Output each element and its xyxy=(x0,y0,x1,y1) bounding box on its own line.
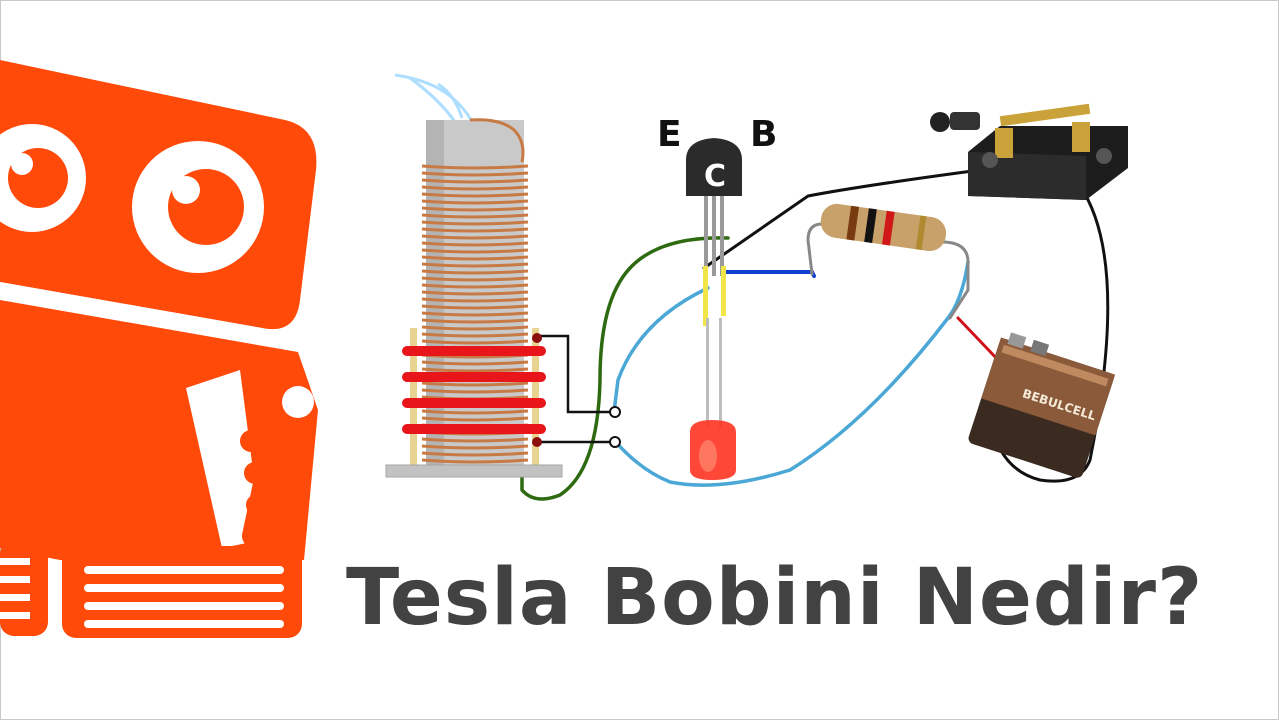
coil-winding xyxy=(421,164,529,170)
transistor: E B C xyxy=(657,114,777,282)
coil-winding xyxy=(421,227,529,233)
black-wire-right xyxy=(988,184,1110,483)
coil-winding xyxy=(421,367,529,373)
green-wire xyxy=(520,236,730,501)
resistor-lead-left xyxy=(806,222,824,276)
resistor xyxy=(820,203,947,251)
coil-winding xyxy=(421,409,529,415)
led xyxy=(690,266,736,480)
emitter-label: E xyxy=(657,114,682,155)
coil-winding xyxy=(421,248,529,254)
coil-winding xyxy=(421,325,529,331)
coil-winding xyxy=(421,437,529,443)
blue-wire xyxy=(724,270,816,278)
coil-winding xyxy=(421,297,529,303)
coil-winding xyxy=(421,318,529,324)
black-wire-top xyxy=(702,168,982,270)
coil-winding xyxy=(421,444,529,450)
coil-winding xyxy=(421,213,529,219)
light-blue-wire xyxy=(612,260,970,487)
coil-winding xyxy=(421,192,529,198)
coil-winding xyxy=(421,451,529,457)
coil-winding xyxy=(421,262,529,268)
page-title: Tesla Bobini Nedir? xyxy=(346,553,1204,643)
tesla-coil xyxy=(385,73,563,478)
coil-winding xyxy=(421,276,529,282)
spark-icon xyxy=(394,73,474,123)
red-wire xyxy=(956,316,1002,364)
coil-winding xyxy=(421,255,529,261)
coil-winding xyxy=(421,388,529,394)
coil-winding xyxy=(421,178,529,184)
coil-winding xyxy=(421,206,529,212)
battery: BEBULCELL xyxy=(968,332,1116,478)
coil-winding xyxy=(421,185,529,191)
circuit-wires xyxy=(520,168,1110,501)
resistor-lead-right xyxy=(940,240,970,320)
coil-winding xyxy=(421,332,529,338)
coil-winding xyxy=(421,304,529,310)
coil-winding xyxy=(421,381,529,387)
knife-switch xyxy=(930,103,1128,200)
coil-winding xyxy=(421,458,529,464)
coil-winding xyxy=(421,199,529,205)
coil-winding xyxy=(421,171,529,177)
coil-winding xyxy=(421,416,529,422)
coil-lead-top xyxy=(534,334,614,414)
terminal-top xyxy=(609,406,621,418)
coil-winding xyxy=(421,290,529,296)
coil-winding xyxy=(421,220,529,226)
coil-winding xyxy=(421,360,529,366)
base-label: B xyxy=(750,114,777,155)
coil-winding xyxy=(421,339,529,345)
coil-winding xyxy=(421,241,529,247)
terminal-bottom xyxy=(609,436,621,448)
coil-winding xyxy=(421,283,529,289)
robot-mascot-icon xyxy=(0,60,318,638)
coil-winding xyxy=(421,269,529,275)
coil-winding xyxy=(421,234,529,240)
collector-label: C xyxy=(704,159,726,194)
coil-winding xyxy=(421,311,529,317)
primary-coil xyxy=(402,333,546,447)
